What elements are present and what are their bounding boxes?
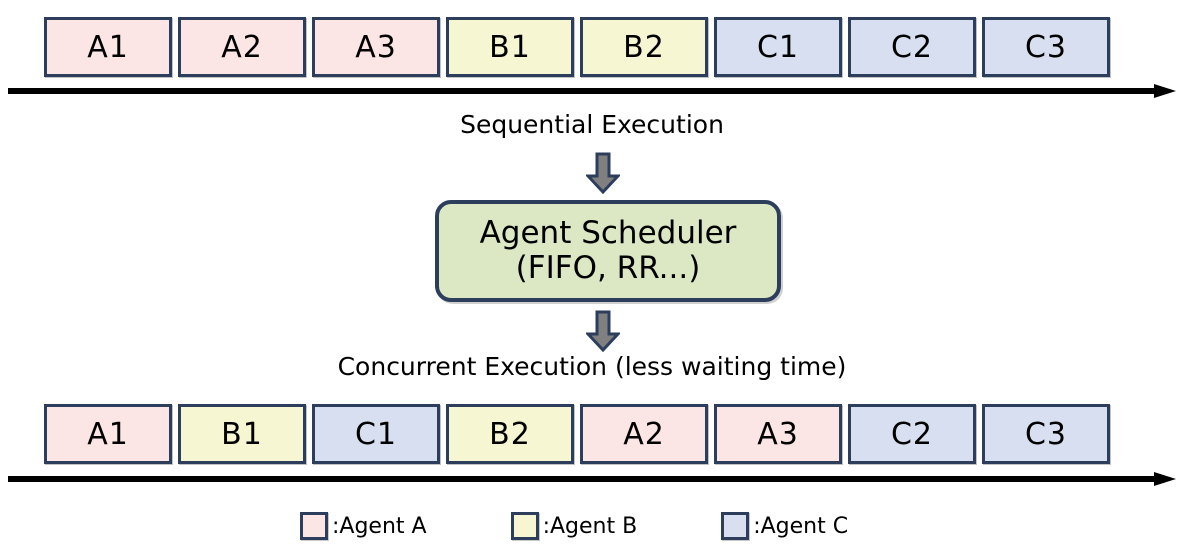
task-box[interactable]: B2 bbox=[580, 17, 708, 77]
task-box[interactable]: B2 bbox=[446, 404, 574, 464]
legend-label-agent-a: :Agent A bbox=[332, 513, 427, 539]
down-arrow-icon bbox=[586, 152, 620, 194]
legend-swatch-agent-b bbox=[510, 512, 539, 540]
task-box[interactable]: A2 bbox=[178, 17, 306, 77]
legend-item-agent-b: :Agent B bbox=[510, 512, 638, 540]
right-arrow-icon bbox=[1154, 84, 1176, 98]
sequential-timeline-axis bbox=[8, 84, 1176, 98]
legend-swatch-agent-a bbox=[300, 512, 328, 540]
scheduler-title: Agent Scheduler bbox=[479, 215, 737, 252]
concurrent-task-row: A1 B1 C1 B2 A2 A3 C2 C3 bbox=[0, 404, 1184, 464]
concurrent-timeline-axis bbox=[8, 472, 1176, 486]
axis-line bbox=[8, 88, 1156, 94]
axis-line bbox=[8, 476, 1156, 482]
sequential-task-row: A1 A2 A3 B1 B2 C1 C2 C3 bbox=[0, 17, 1184, 77]
legend-label-agent-b: :Agent B bbox=[542, 513, 638, 539]
right-arrow-icon bbox=[1154, 472, 1176, 486]
down-arrow-icon bbox=[586, 310, 620, 352]
task-box[interactable]: C1 bbox=[714, 17, 842, 77]
task-box[interactable]: A1 bbox=[44, 17, 172, 77]
task-box[interactable]: B1 bbox=[446, 17, 574, 77]
legend-item-agent-c: :Agent C bbox=[721, 512, 848, 540]
task-box[interactable]: C2 bbox=[848, 404, 976, 464]
task-box[interactable]: A3 bbox=[312, 17, 440, 77]
sequential-execution-label: Sequential Execution bbox=[460, 110, 724, 139]
task-box[interactable]: C2 bbox=[848, 17, 976, 77]
task-box[interactable]: C1 bbox=[312, 404, 440, 464]
task-box[interactable]: C3 bbox=[982, 17, 1110, 77]
concurrent-execution-label: Concurrent Execution (less waiting time) bbox=[337, 352, 847, 381]
task-box[interactable]: A3 bbox=[714, 404, 842, 464]
legend: :Agent A :Agent B :Agent C bbox=[300, 512, 848, 540]
task-box[interactable]: C3 bbox=[982, 404, 1110, 464]
scheduler-subtitle: (FIFO, RR...) bbox=[515, 250, 701, 286]
task-box[interactable]: B1 bbox=[178, 404, 306, 464]
task-box[interactable]: A2 bbox=[580, 404, 708, 464]
task-box[interactable]: A1 bbox=[44, 404, 172, 464]
legend-item-agent-a: :Agent A bbox=[300, 512, 427, 540]
legend-label-agent-c: :Agent C bbox=[753, 513, 849, 539]
legend-swatch-agent-c bbox=[721, 512, 750, 540]
agent-scheduler-box[interactable]: Agent Scheduler (FIFO, RR...) bbox=[435, 200, 781, 302]
